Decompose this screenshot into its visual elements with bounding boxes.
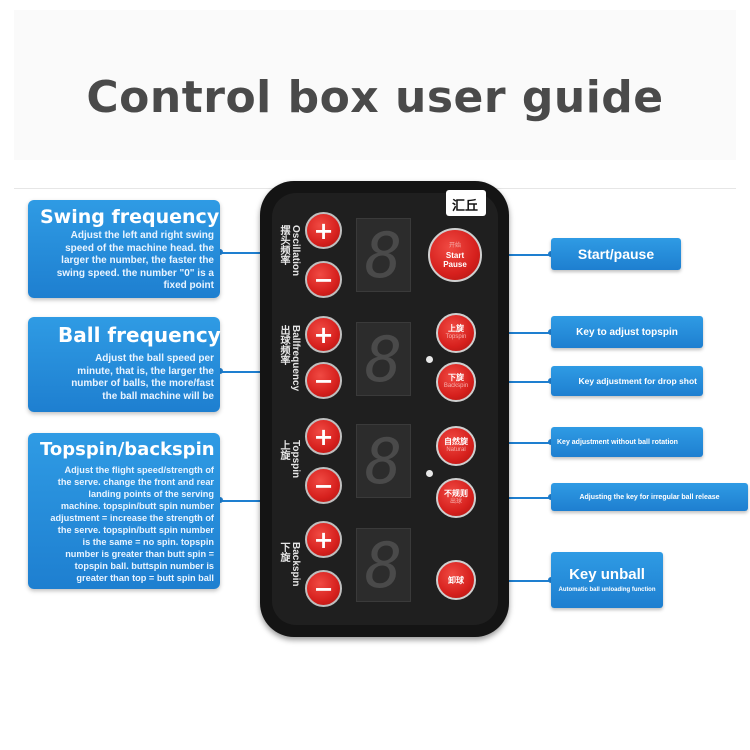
ball-frequency-label-en: Ballfrequency	[290, 325, 301, 392]
topspin-key-en: Topspin	[445, 334, 467, 340]
irregular-release-key-label: Adjusting the key for irregular ball rel…	[551, 483, 748, 511]
desc-line: the serve. topspin/butt spin number	[57, 525, 214, 535]
backspin-minus-button[interactable]: −	[305, 570, 342, 607]
backspin-label-cn: 下旋	[278, 542, 289, 562]
ball-frequency-label-cn: 出球频率	[278, 325, 289, 365]
key-unball-sub: Automatic ball unloading function	[558, 587, 656, 593]
ball-frequency-box: Ball frequency Adjust the ball speed per…	[28, 317, 221, 412]
indicator-light	[426, 356, 433, 363]
topspin-key-label: Key to adjust topspin	[551, 316, 703, 348]
oscillation-label-en: Oscillation	[290, 225, 301, 277]
desc-line: adjustment = increase the strength of	[50, 513, 214, 523]
backspin-plus-button[interactable]: +	[305, 521, 342, 558]
connector-drop	[480, 381, 552, 383]
irregular-key-cn: 不规则	[444, 489, 468, 498]
connector-topspin	[480, 332, 552, 334]
backspin-label-en: Backspin	[290, 542, 301, 587]
unload-key-cn: 卸球	[448, 575, 464, 585]
no-rotation-key-en: Natural	[446, 447, 466, 453]
backspin-key-cn: 下旋	[448, 373, 464, 382]
desc-line: landing points of the serving	[88, 489, 214, 499]
topspin-minus-button[interactable]: −	[305, 467, 342, 504]
desc-line: number of balls, the more/fast	[71, 378, 214, 389]
desc-line: swing speed. the number "0" is a	[56, 267, 214, 279]
connector-unball	[480, 580, 552, 582]
topspin-label-en: Topspin	[290, 440, 301, 479]
key-unball-label: Key unball Automatic ball unloading func…	[551, 552, 663, 608]
topspin-display: 8	[356, 424, 411, 498]
key-unball-title: Key unball	[569, 566, 645, 583]
connector-irregular	[480, 497, 552, 499]
swing-frequency-desc: Adjust the left and right swing speed of…	[34, 230, 214, 293]
backspin-key-en: Backspin	[443, 383, 469, 389]
topspin-plus-button[interactable]: +	[305, 418, 342, 455]
topspin-backspin-heading: Topspin/backspin	[40, 439, 215, 460]
oscillation-label-cn: 摆头频率	[278, 225, 289, 265]
page-title: Control box user guide	[86, 72, 664, 123]
desc-line: machine. topspin/butt spin number	[60, 501, 214, 511]
start-text: Start	[445, 250, 465, 260]
no-rotation-key-button[interactable]: 自然旋 Natural	[436, 426, 476, 466]
swing-frequency-heading: Swing frequency	[40, 206, 220, 228]
desc-line: minute, that is, the larger the	[77, 365, 214, 377]
connector-norotation	[480, 442, 552, 444]
desc-line: the serve. change the front and rear	[57, 477, 214, 487]
connector-dot	[217, 368, 223, 374]
pause-text: Pause	[443, 259, 467, 269]
topspin-key-cn: 上旋	[448, 324, 464, 333]
topspin-backspin-desc: Adjust the flight speed/strength of the …	[34, 464, 214, 584]
desc-line: larger the number, the faster the	[61, 255, 214, 266]
connector-dot	[217, 497, 223, 503]
indicator-light	[426, 470, 433, 477]
desc-line: Adjust the left and right swing	[70, 230, 214, 241]
ball-frequency-minus-button[interactable]: −	[305, 362, 342, 399]
brand-logo	[446, 190, 486, 216]
desc-line: is the same = no spin. topspin	[82, 537, 214, 547]
ball-frequency-plus-button[interactable]: +	[305, 316, 342, 353]
desc-line: Adjust the flight speed/strength of	[64, 465, 214, 475]
registered-mark: ®	[480, 195, 486, 202]
ball-frequency-display: 8	[356, 322, 411, 396]
topspin-label-cn: 上旋	[278, 440, 289, 460]
oscillation-plus-button[interactable]: +	[305, 212, 342, 249]
desc-line: topspin ball. buttspin number is	[74, 561, 214, 571]
start-pause-cn: 开始	[448, 242, 461, 249]
drop-shot-key-label: Key adjustment for drop shot	[551, 366, 703, 396]
topspin-backspin-box: Topspin/backspin Adjust the flight speed…	[28, 433, 220, 589]
desc-line: Adjust the ball speed per	[95, 353, 214, 364]
start-pause-button[interactable]: 开始 Start Pause	[428, 228, 482, 282]
connector-start	[482, 254, 552, 256]
unload-key-button[interactable]: 卸球	[436, 560, 476, 600]
oscillation-minus-button[interactable]: −	[305, 261, 342, 298]
desc-line: the ball machine will be	[102, 390, 214, 402]
desc-line: number is greater than butt spin =	[65, 549, 214, 559]
irregular-key-button[interactable]: 不规则 出球	[436, 478, 476, 518]
ball-frequency-heading: Ball frequency	[58, 323, 221, 347]
desc-line: fixed point	[163, 280, 214, 291]
backspin-display: 8	[356, 528, 411, 602]
connector-dot	[217, 249, 223, 255]
oscillation-display: 8	[356, 218, 411, 292]
swing-frequency-box: Swing frequency Adjust the left and righ…	[28, 200, 220, 298]
start-pause-label: Start/pause	[551, 238, 681, 270]
desc-line: speed of the machine head. the	[65, 242, 214, 254]
topspin-key-button[interactable]: 上旋 Topspin	[436, 313, 476, 353]
no-rotation-key-label: Key adjustment without ball rotation	[551, 427, 703, 457]
irregular-key-en: 出球	[449, 499, 462, 505]
brand-logo-text: 汇丘	[452, 199, 479, 214]
ball-frequency-desc: Adjust the ball speed per minute, that i…	[34, 353, 214, 403]
no-rotation-key-cn: 自然旋	[444, 437, 468, 446]
title-band	[14, 10, 736, 160]
desc-line: greater than top = butt spin ball	[76, 573, 214, 583]
backspin-key-button[interactable]: 下旋 Backspin	[436, 362, 476, 402]
